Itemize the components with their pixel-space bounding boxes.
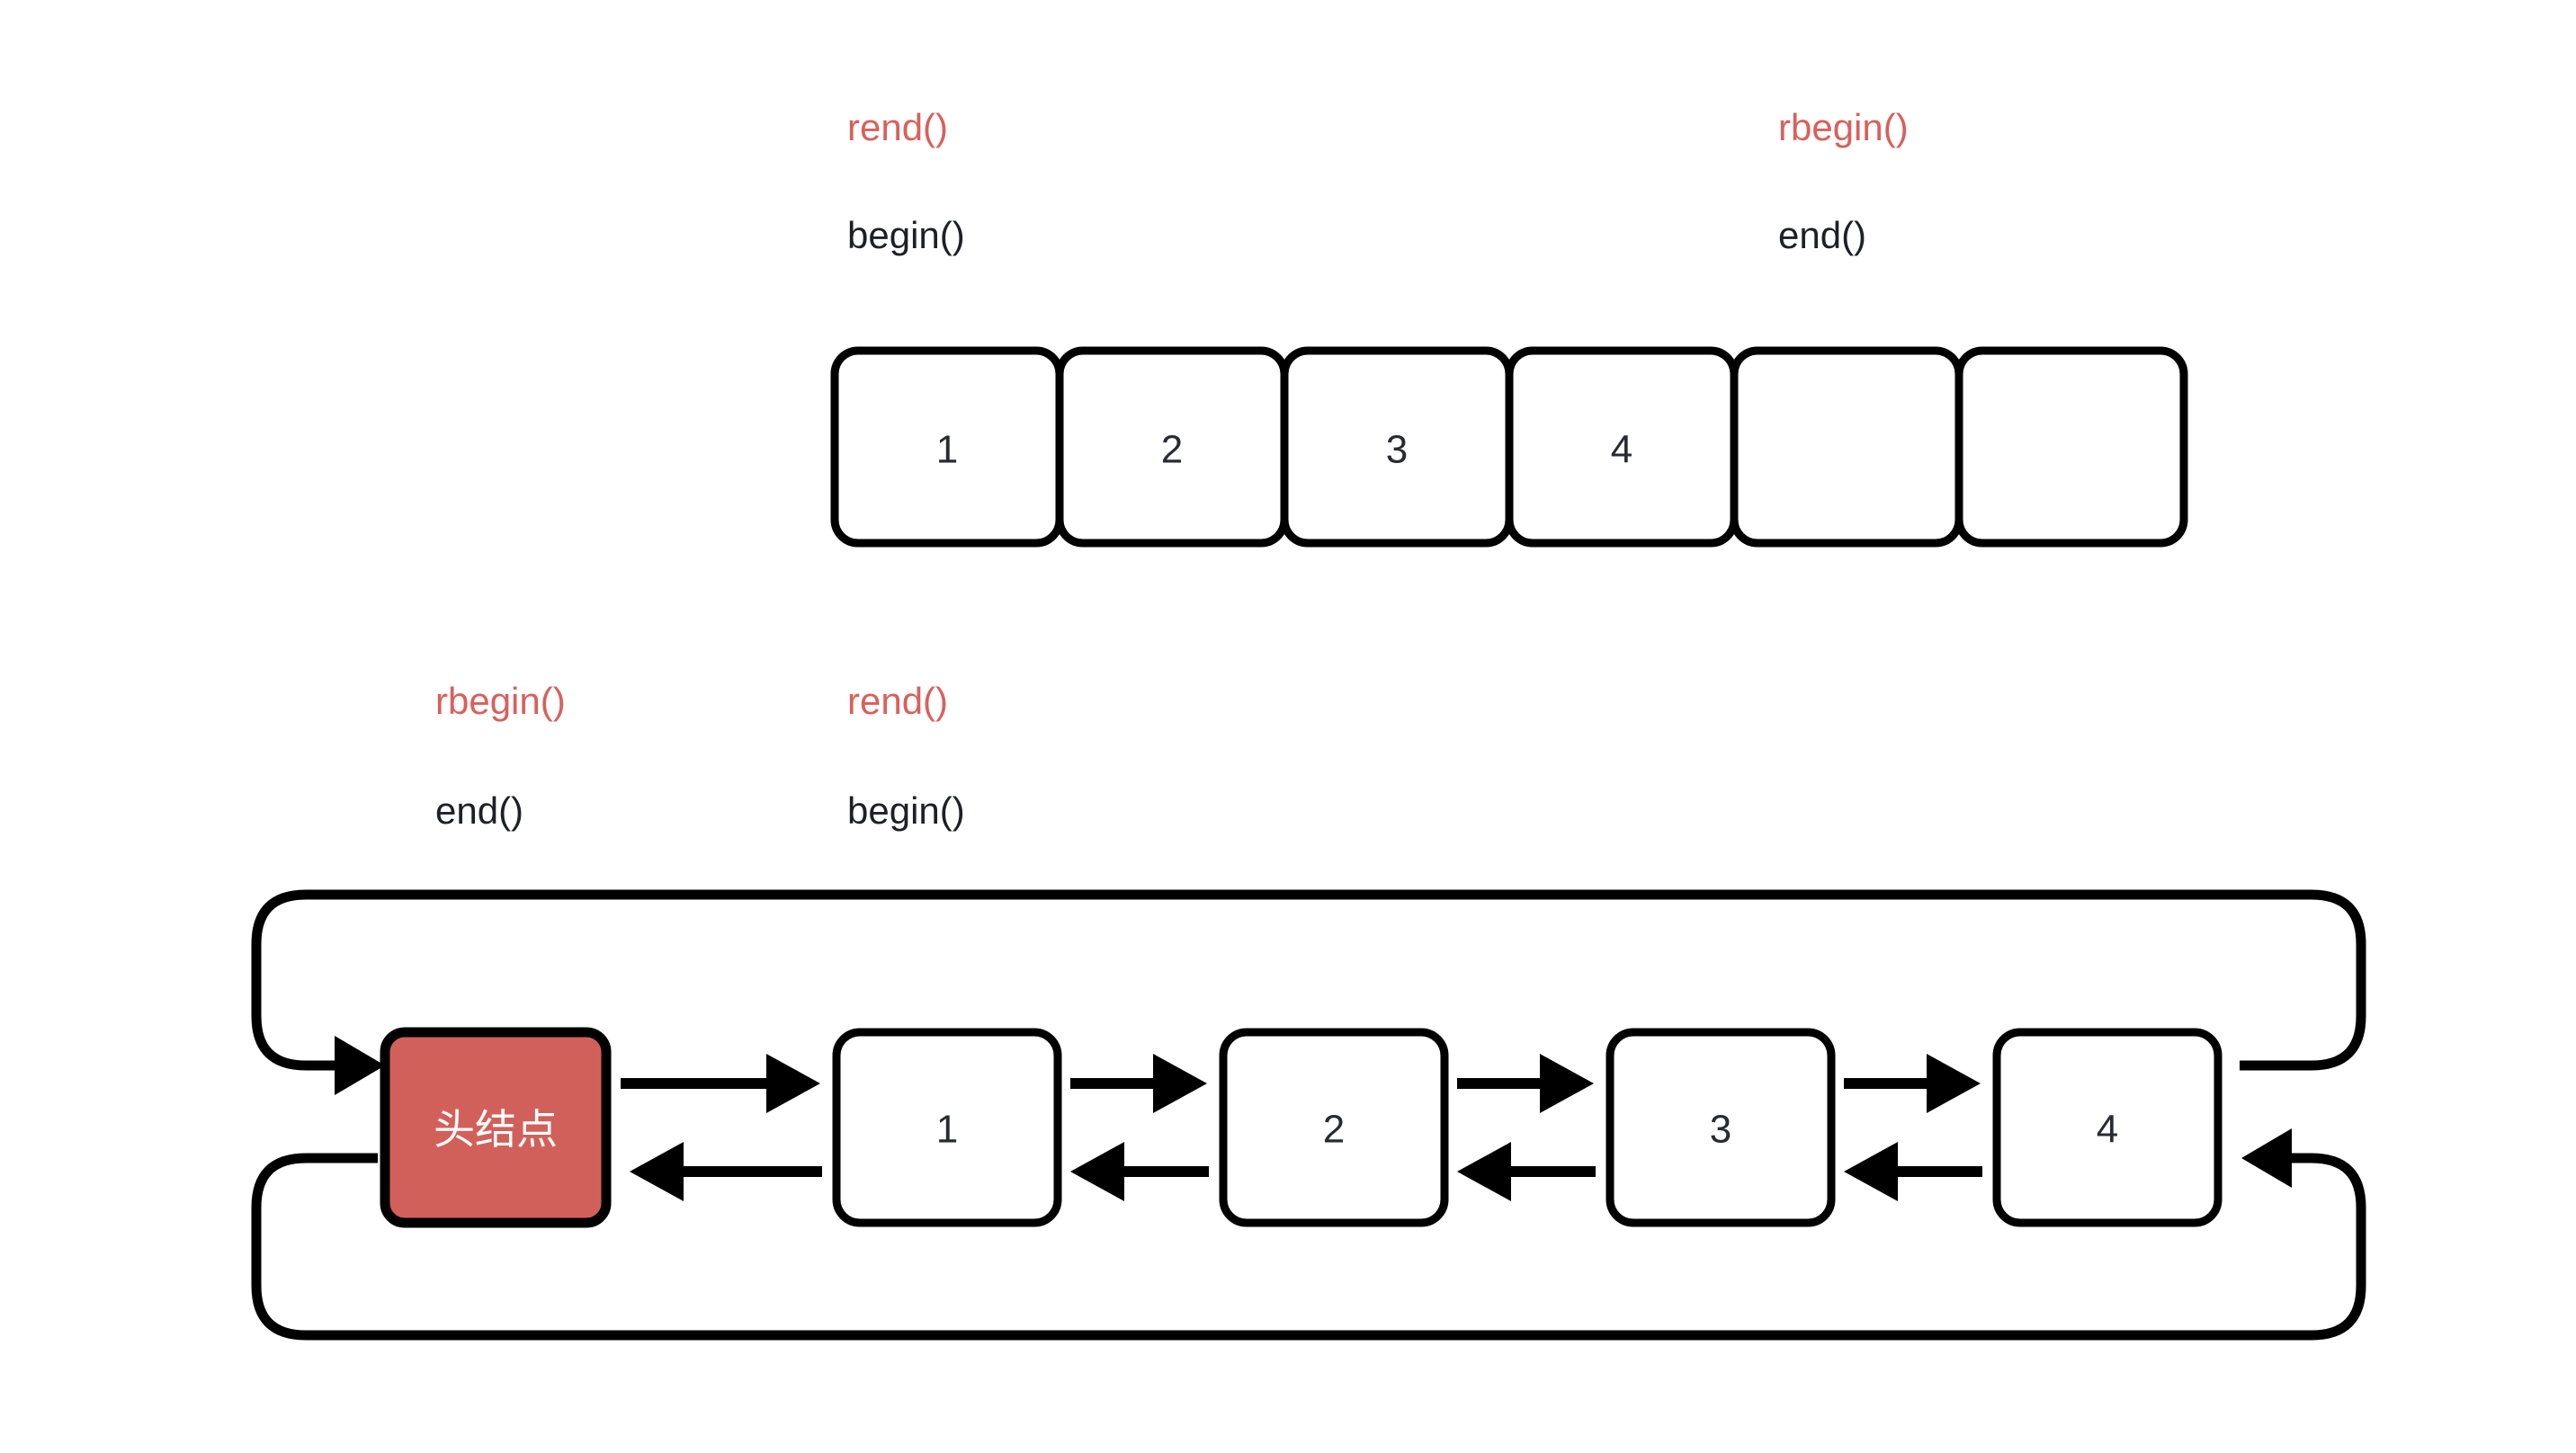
array-cell[interactable] [1954, 346, 2188, 548]
array-cell-value: 1 [936, 428, 958, 472]
forward-link-arrowhead [766, 1054, 820, 1113]
list-label-begin: begin() [847, 789, 965, 832]
array-cell[interactable]: 1 [830, 346, 1064, 548]
forward-wraparound-path [251, 889, 2366, 1071]
array-label-rend: rend() [847, 106, 948, 148]
list-node-box[interactable] [1219, 1028, 1449, 1227]
array-cell-value: 3 [1386, 428, 1408, 472]
list-node[interactable]: 1 [832, 1028, 1062, 1227]
list-node-value: 1 [936, 1108, 958, 1152]
link-node3-to-node4 [1844, 1054, 1982, 1201]
array-cell-value: 2 [1161, 428, 1183, 472]
list-node-box[interactable] [1992, 1028, 2223, 1227]
list-node[interactable]: 2 [1219, 1028, 1449, 1227]
array-cells: 1 2 3 4 [830, 346, 2188, 548]
link-head-to-node1 [621, 1054, 822, 1201]
link-node1-to-node2 [1070, 1054, 1209, 1201]
forward-link-arrowhead [1540, 1054, 1594, 1113]
array-label-end: end() [1778, 214, 1866, 256]
list-node-box[interactable] [832, 1028, 1062, 1227]
reverse-wraparound-arrowhead [2241, 1128, 2292, 1188]
list-node[interactable]: 3 [1606, 1028, 1836, 1227]
list-node-value: 3 [1710, 1108, 1731, 1152]
forward-link-arrowhead [1153, 1054, 1207, 1113]
reverse-link-arrowhead [1844, 1142, 1898, 1201]
list-label-end: end() [435, 789, 523, 832]
array-cell[interactable]: 4 [1505, 346, 1739, 548]
array-label-rbegin: rbegin() [1778, 106, 1909, 148]
link-node2-to-node3 [1457, 1054, 1596, 1201]
forward-wraparound-arrowhead [335, 1036, 385, 1095]
array-label-begin: begin() [847, 214, 965, 256]
array-cell-box[interactable] [1954, 346, 2188, 548]
array-cell-value: 4 [1611, 428, 1632, 472]
list-node-box[interactable] [1606, 1028, 1836, 1227]
list-node-value: 4 [2097, 1108, 2118, 1152]
reverse-wraparound-path [251, 1153, 2366, 1341]
reverse-link-arrowhead [1457, 1142, 1511, 1201]
array-cell[interactable]: 2 [1055, 346, 1289, 548]
array-cell[interactable]: 3 [1280, 346, 1514, 548]
list-node[interactable]: 4 [1992, 1028, 2223, 1227]
head-node-box[interactable] [380, 1027, 612, 1228]
list-label-rend: rend() [847, 680, 948, 722]
head-node-label: 头结点 [434, 1106, 558, 1153]
array-cell-box[interactable] [1730, 346, 1963, 548]
reverse-link-arrowhead [630, 1142, 684, 1201]
list-node-value: 2 [1323, 1108, 1345, 1152]
array-cell[interactable] [1730, 346, 1963, 548]
forward-link-arrowhead [1927, 1054, 1981, 1113]
head-node[interactable]: 头结点 [380, 1027, 612, 1228]
list-label-rbegin: rbegin() [435, 680, 566, 722]
reverse-link-arrowhead [1070, 1142, 1124, 1201]
